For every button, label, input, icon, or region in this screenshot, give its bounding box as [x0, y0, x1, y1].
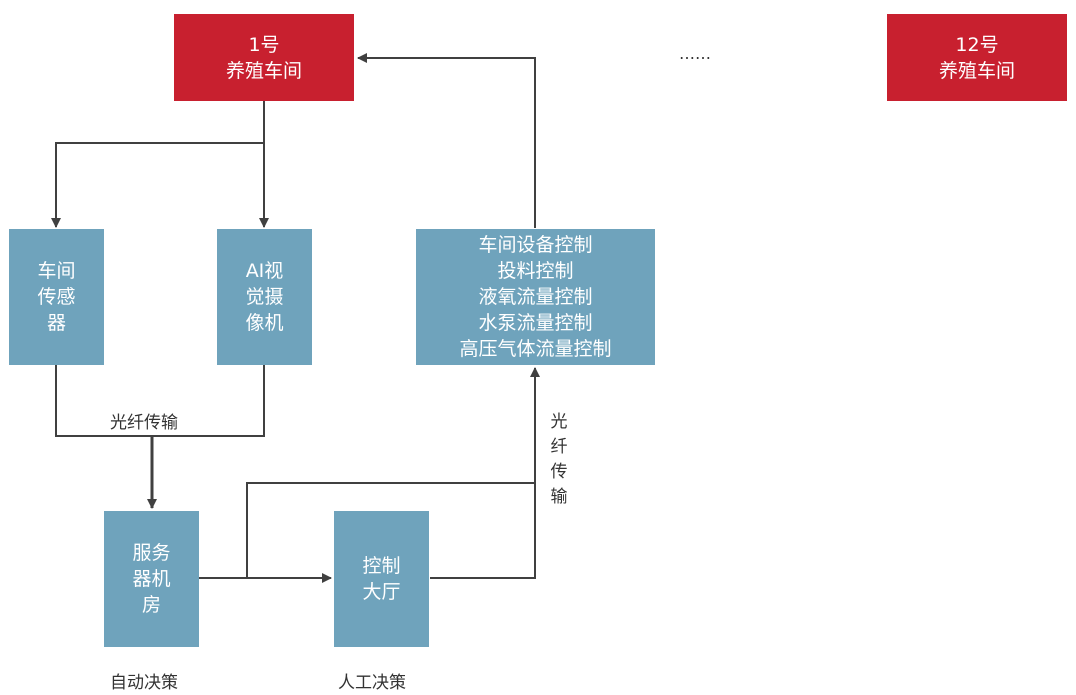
workshop-12-box: 12号 养殖车间 — [887, 14, 1067, 101]
control-item-3: 液氧流量控制 — [478, 286, 593, 308]
workshop-12-line-2: 养殖车间 — [938, 59, 1015, 82]
control-hall-line-1: 控制 — [362, 555, 401, 577]
fiber-vertical-char-4: 输 — [550, 487, 568, 507]
server-room-line-3: 房 — [141, 594, 161, 616]
sensor-box: 车间 传感 器 — [9, 229, 104, 365]
control-list-box: 车间设备控制 投料控制 液氧流量控制 水泵流量控制 高压气体流量控制 — [416, 229, 655, 365]
camera-line-3: 像机 — [245, 312, 284, 334]
control-item-1: 车间设备控制 — [478, 234, 593, 256]
sensor-line-1: 车间 — [37, 260, 76, 282]
fiber-vertical-char-1: 光 — [550, 412, 568, 432]
workshop-12-line-1: 12号 — [955, 33, 999, 56]
fiber-vertical-char-2: 纤 — [550, 437, 568, 457]
edge-server-to-control — [246, 482, 535, 578]
sensor-line-2: 传感 — [37, 286, 76, 308]
fiber-label-horizontal: 光纤传输 — [110, 413, 178, 433]
control-item-5: 高压气体流量控制 — [459, 338, 612, 360]
auto-decision-label: 自动决策 — [110, 673, 178, 693]
server-room-box: 服务 器机 房 — [104, 511, 199, 647]
manual-decision-label: 人工决策 — [338, 673, 406, 693]
workshop-1-line-2: 养殖车间 — [225, 59, 302, 82]
server-room-line-1: 服务 — [132, 542, 171, 564]
fiber-label-vertical: 光 纤 传 输 — [548, 410, 570, 510]
workshop-1-box: 1号 养殖车间 — [174, 14, 354, 101]
control-item-4: 水泵流量控制 — [478, 312, 593, 334]
ellipsis-label: …… — [679, 44, 711, 63]
workshop-1-line-1: 1号 — [248, 33, 280, 56]
fiber-vertical-char-3: 传 — [550, 462, 568, 482]
sensor-line-3: 器 — [46, 312, 66, 334]
edge-sensor-camera-merge — [55, 365, 265, 437]
control-hall-line-2: 大厅 — [362, 581, 401, 603]
control-item-2: 投料控制 — [497, 260, 574, 282]
camera-line-2: 觉摄 — [245, 286, 284, 308]
edge-control-to-workshop — [357, 53, 536, 228]
server-room-line-2: 器机 — [132, 568, 171, 590]
edge-workshop-to-sensor — [51, 101, 265, 228]
camera-box: AI视 觉摄 像机 — [217, 229, 312, 365]
edge-hall-to-control — [430, 367, 540, 579]
control-hall-box: 控制 大厅 — [334, 511, 429, 647]
camera-line-1: AI视 — [245, 260, 284, 282]
